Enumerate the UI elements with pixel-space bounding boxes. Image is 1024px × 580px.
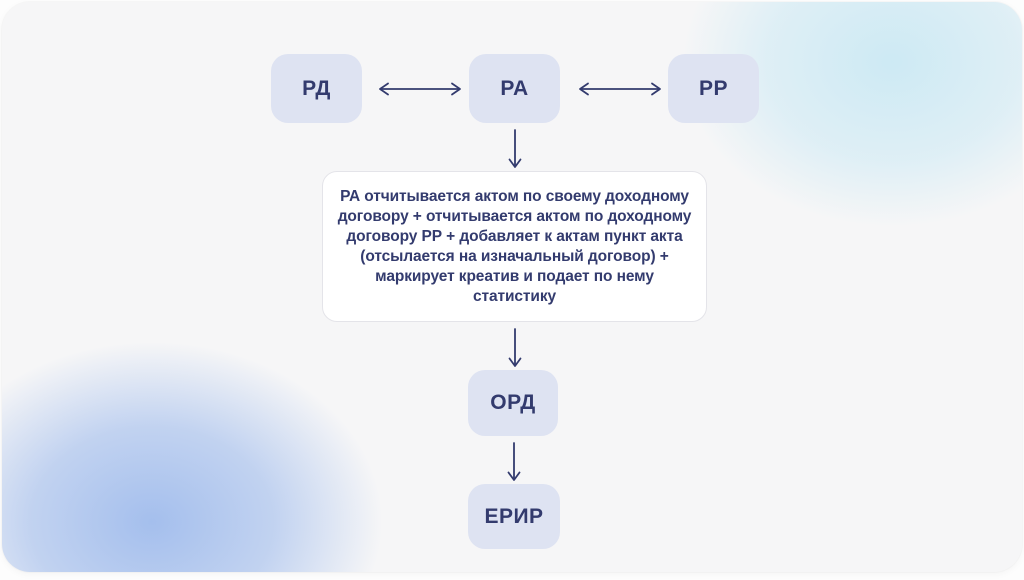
down-arrow-ra-note-icon bbox=[508, 129, 522, 168]
note-text: РА отчитывается актом по своему доходном… bbox=[337, 187, 692, 305]
node-erir: ЕРИР bbox=[468, 484, 560, 549]
diagram-card: РД РА РР РА отчитывается актом по своему… bbox=[2, 2, 1022, 572]
node-ra: РА bbox=[469, 54, 560, 123]
note-box: РА отчитывается актом по своему доходном… bbox=[322, 171, 707, 322]
node-ord-label: ОРД bbox=[490, 391, 536, 414]
node-ord: ОРД bbox=[468, 370, 558, 436]
node-rr-label: РР bbox=[698, 76, 728, 100]
double-arrow-ra-rr-icon bbox=[579, 82, 661, 96]
node-ra-label: РА bbox=[500, 76, 529, 100]
node-erir-label: ЕРИР bbox=[484, 504, 544, 528]
node-rd-label: РД bbox=[302, 76, 331, 100]
double-arrow-rd-ra-icon bbox=[379, 82, 461, 96]
node-rd: РД bbox=[271, 54, 362, 123]
down-arrow-note-ord-icon bbox=[508, 328, 522, 367]
node-rr: РР bbox=[668, 54, 759, 123]
down-arrow-ord-erir-icon bbox=[507, 442, 521, 481]
